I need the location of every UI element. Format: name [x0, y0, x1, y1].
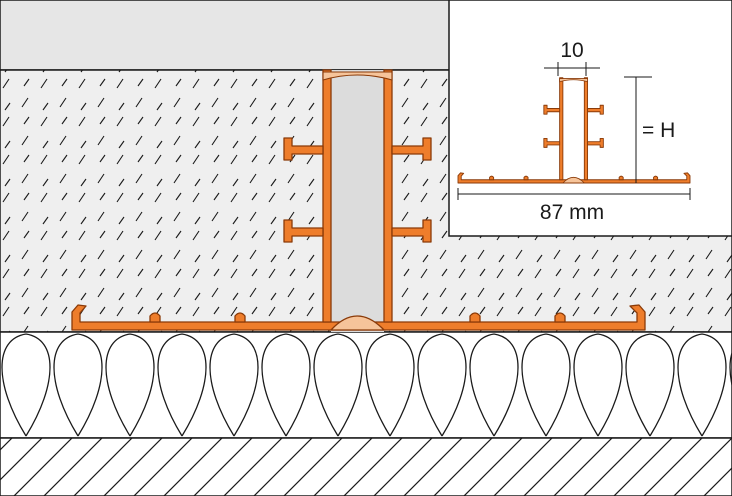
- profile-bulb: [561, 176, 586, 184]
- width-label: 10: [560, 39, 583, 62]
- profile-anchor-right: [391, 219, 432, 243]
- insulation-wave: [53, 333, 103, 437]
- inset-joint-gap: [562, 80, 585, 181]
- profile-base-flange: [71, 304, 646, 331]
- joint-gap: [331, 70, 384, 332]
- insulation-wave: [573, 333, 623, 437]
- profile-anchor-right: [587, 104, 604, 115]
- profile-left-leg: [322, 69, 332, 323]
- insulation-wave: [209, 333, 259, 437]
- profile-anchor-left: [543, 138, 561, 148]
- profile-base-flange: [457, 172, 691, 184]
- base-dimension: [457, 188, 691, 200]
- insulation-wave: [521, 333, 571, 437]
- insulation-wave: [677, 333, 727, 437]
- height-dimension: [624, 76, 652, 183]
- insulation-wave: [365, 333, 415, 437]
- insulation-wave: [105, 333, 155, 437]
- height-label: = H: [642, 119, 675, 142]
- profile-right-leg: [583, 77, 589, 181]
- profile-anchor-left: [283, 137, 324, 161]
- profile-knob: [149, 312, 161, 323]
- insulation-wave: [729, 351, 732, 388]
- profile-anchor-left: [543, 104, 561, 115]
- inset-panel: 10 = H 87 mm: [448, 0, 732, 237]
- profile-bulb: [329, 315, 386, 331]
- profile-top-cap: [559, 78, 588, 83]
- insulation-wave: [469, 333, 519, 437]
- profile-anchor-right: [391, 137, 432, 161]
- width-dimension: [544, 62, 600, 76]
- insulation-wave: [313, 333, 363, 437]
- profile-knob: [653, 175, 659, 181]
- joint-profile: [71, 69, 646, 331]
- insulation-wave: [625, 333, 675, 437]
- profile-knob: [489, 175, 495, 181]
- base-label: 87 mm: [540, 201, 604, 224]
- profile-anchor-left: [283, 219, 324, 243]
- profile-knob: [523, 175, 529, 181]
- insulation-wave: [417, 333, 467, 437]
- profile-knob: [618, 175, 624, 181]
- insulation-wave: [1, 333, 51, 437]
- profile-knob: [234, 312, 246, 323]
- insulation-layer: [0, 331, 732, 439]
- profile-knob: [554, 312, 566, 323]
- profile-left-leg: [559, 77, 564, 181]
- profile-knob: [469, 312, 481, 323]
- insulation-wave: [261, 333, 311, 437]
- base-slab: [0, 437, 732, 496]
- profile-top-cap: [322, 71, 393, 81]
- insulation-wave: [157, 333, 207, 437]
- inset-profile: [457, 77, 691, 184]
- profile-right-leg: [383, 69, 393, 323]
- profile-anchor-right: [587, 138, 604, 148]
